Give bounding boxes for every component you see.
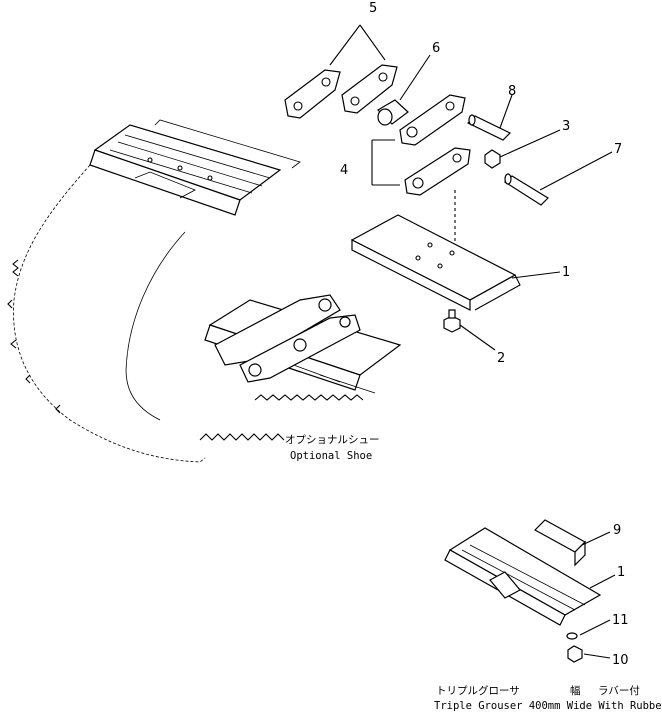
rubber-pad-9 — [534, 519, 586, 567]
leader-5 — [329, 24, 386, 66]
triple-grouser-caption-jp: トリプルグローサ — [436, 684, 520, 697]
callout-2: 2 — [497, 351, 505, 366]
callout-1-grouser: 1 — [617, 565, 625, 580]
pin-7 — [503, 173, 549, 206]
triple-grouser-caption-jp-width: 幅 — [570, 684, 581, 697]
master-link-pair-5 — [284, 64, 398, 119]
leader-10 — [583, 653, 611, 659]
optional-shoe-caption-en: Optional Shoe — [290, 450, 372, 462]
leader-1 — [511, 271, 561, 279]
callout-3: 3 — [562, 119, 570, 134]
triple-grouser-caption-jp-rubber: ラバー付 — [598, 684, 640, 697]
leader-7 — [539, 151, 613, 191]
leader-1b — [589, 574, 616, 589]
triple-grouser-caption-en: Triple Grouser 400mm Wide With Rubber — [434, 700, 662, 712]
nut-10 — [567, 645, 583, 663]
leader-6 — [399, 54, 431, 101]
callout-8: 8 — [508, 84, 516, 99]
callout-4: 4 — [340, 163, 348, 178]
callout-10: 10 — [612, 653, 629, 668]
nut-3 — [484, 149, 501, 169]
leader-11 — [579, 619, 611, 636]
callout-11: 11 — [612, 613, 629, 628]
leader-9 — [581, 531, 611, 546]
leader-3 — [499, 129, 561, 158]
track-shoe-1 — [350, 214, 521, 311]
callout-5: 5 — [369, 1, 377, 16]
callout-7: 7 — [614, 142, 622, 157]
callout-1-shoe: 1 — [562, 265, 570, 280]
top-grouser-plates — [89, 119, 301, 216]
washer-11 — [566, 632, 578, 640]
shoe-bolt-2 — [443, 309, 461, 333]
link-assembly-4 — [399, 94, 471, 196]
optional-shoe-assembly — [7, 119, 402, 463]
pin-8 — [466, 114, 512, 141]
callout-9: 9 — [613, 523, 621, 538]
optional-shoe-caption-jp: オプショナルシュー — [285, 434, 380, 446]
leader-8 — [499, 94, 513, 129]
triple-grouser-shoe — [444, 527, 602, 626]
leader-4 — [371, 139, 400, 186]
callout-6: 6 — [432, 41, 440, 56]
track-chain-links — [214, 294, 361, 383]
leader-2 — [459, 324, 496, 351]
bushing-6 — [377, 99, 409, 126]
